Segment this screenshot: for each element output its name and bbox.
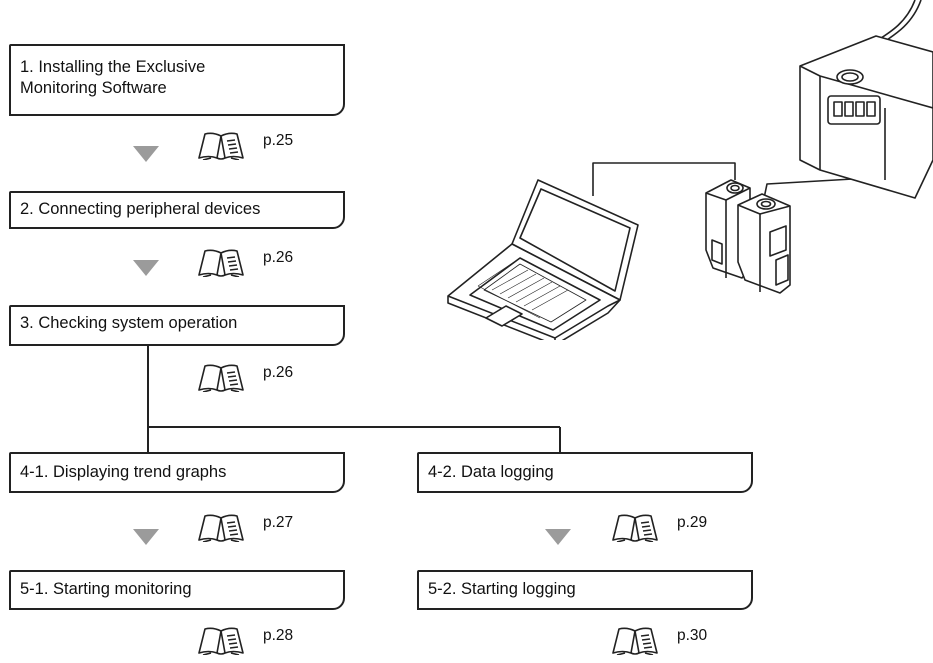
unit-cable xyxy=(762,177,871,204)
step-1-label: 1. Installing the Exclusive Monitoring S… xyxy=(20,58,206,97)
laptop-icon xyxy=(447,179,639,340)
open-book-icon xyxy=(198,627,244,655)
page-ref-3: p.26 xyxy=(263,364,294,381)
step-2-box: 2. Connecting peripheral devices xyxy=(9,191,345,229)
page-ref-4-1: p.27 xyxy=(263,514,294,531)
step-5-1-box: 5-1. Starting monitoring xyxy=(9,570,345,610)
step-4-1-label: 4-1. Displaying trend graphs xyxy=(20,463,227,481)
flow-arrow-1 xyxy=(133,146,159,162)
system-illustration xyxy=(447,0,933,340)
flow-arrow-2 xyxy=(133,260,159,276)
open-book-icon xyxy=(612,627,658,655)
open-book-icon xyxy=(198,514,244,542)
sensor-amplifier-icon xyxy=(737,193,791,294)
page-ref-5-1: p.28 xyxy=(263,627,294,644)
page-ref-4-2: p.29 xyxy=(677,514,708,531)
step-3-box: 3. Checking system operation xyxy=(9,305,345,346)
open-book-icon xyxy=(198,132,244,160)
step-4-2-box: 4-2. Data logging xyxy=(417,452,753,493)
step-4-2-label: 4-2. Data logging xyxy=(428,463,554,481)
controller-unit-icon xyxy=(799,35,933,199)
open-book-icon xyxy=(198,364,244,392)
step-4-1-box: 4-1. Displaying trend graphs xyxy=(9,452,345,493)
step-5-1-label: 5-1. Starting monitoring xyxy=(20,580,192,598)
step-5-2-label: 5-2. Starting logging xyxy=(428,580,576,598)
page-ref-2: p.26 xyxy=(263,249,294,266)
page-ref-1: p.25 xyxy=(263,132,294,149)
step-2-label: 2. Connecting peripheral devices xyxy=(20,200,261,218)
step-5-2-box: 5-2. Starting logging xyxy=(417,570,753,610)
flow-arrow-4-2 xyxy=(545,529,571,545)
step-1-box: 1. Installing the Exclusive Monitoring S… xyxy=(9,44,345,116)
page-ref-5-2: p.30 xyxy=(677,627,708,644)
usb-cable xyxy=(592,162,736,196)
flow-arrow-4-1 xyxy=(133,529,159,545)
step-3-label: 3. Checking system operation xyxy=(20,314,238,332)
open-book-icon xyxy=(198,249,244,277)
open-book-icon xyxy=(612,514,658,542)
